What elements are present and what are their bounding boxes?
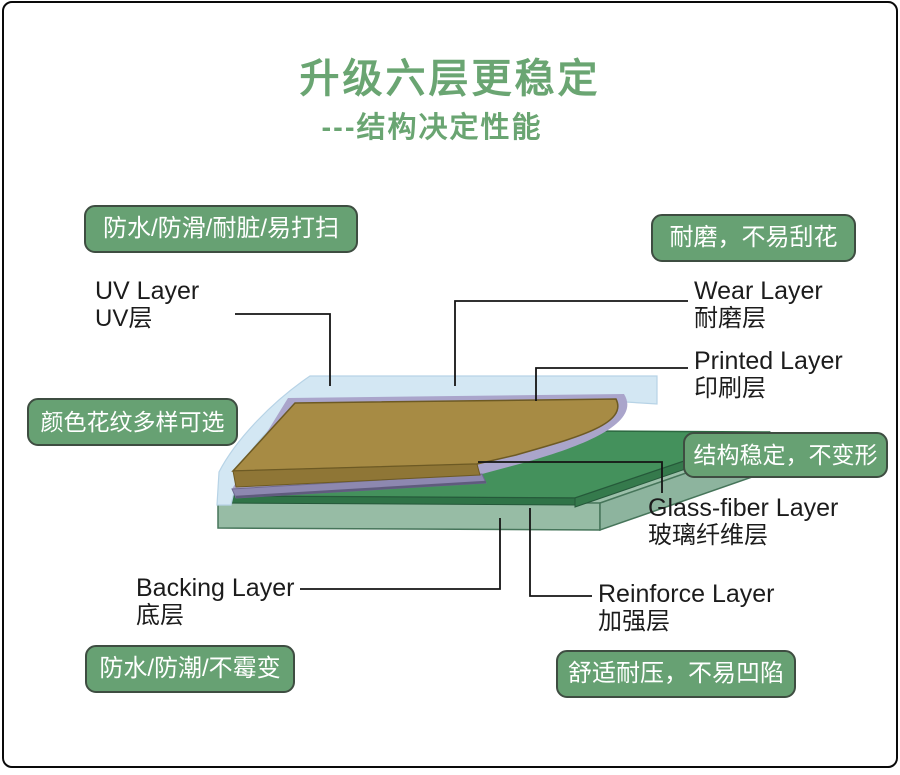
wear-layer-label-zh: 耐磨层 <box>694 305 766 332</box>
reinforce-layer-label-en: Reinforce Layer <box>598 580 775 608</box>
badge-waterproof-antislip: 防水/防滑/耐脏/易打扫 <box>84 205 358 253</box>
uv-layer-label: UV Layer UV层 <box>95 277 199 333</box>
backing-layer-label: Backing Layer 底层 <box>136 574 294 630</box>
reinforce-connector-line <box>529 508 592 597</box>
reinforce-layer-label-zh: 加强层 <box>598 608 670 635</box>
wear-layer-label: Wear Layer 耐磨层 <box>694 277 823 333</box>
badge-stable-structure: 结构稳定，不变形 <box>683 432 888 478</box>
badge-wear-resistant: 耐磨，不易刮花 <box>651 214 856 262</box>
wear-layer-label-en: Wear Layer <box>694 277 823 305</box>
uv-layer-label-en: UV Layer <box>95 277 200 305</box>
printed-layer-label: Printed Layer 印刷层 <box>694 347 843 403</box>
reinforce-layer-label: Reinforce Layer 加强层 <box>598 580 774 636</box>
wear-connector-line <box>454 300 688 386</box>
uv-layer-label-zh: UV层 <box>95 305 153 332</box>
printed-layer-label-en: Printed Layer <box>694 347 843 375</box>
page-title: 升级六层更稳定 <box>299 57 601 101</box>
glass-fiber-connector-line <box>478 461 663 493</box>
badge-color-options: 颜色花纹多样可选 <box>27 398 238 446</box>
printed-layer-label-zh: 印刷层 <box>694 375 766 402</box>
glass-fiber-layer-label: Glass-fiber Layer 玻璃纤维层 <box>648 494 838 550</box>
glass-fiber-layer-label-en: Glass-fiber Layer <box>648 494 839 522</box>
backing-layer-label-en: Backing Layer <box>136 574 295 602</box>
printed-layer-shape <box>231 398 619 488</box>
backing-layer-label-zh: 底层 <box>136 602 184 629</box>
printed-connector-line <box>535 367 688 401</box>
backing-connector-line <box>300 518 501 590</box>
uv-connector-line <box>235 313 331 386</box>
page-subtitle: ---结构决定性能 <box>321 112 543 144</box>
glass-fiber-layer-label-zh: 玻璃纤维层 <box>648 522 768 549</box>
badge-mildew-proof: 防水/防潮/不霉变 <box>85 645 295 693</box>
badge-pressure-resistant: 舒适耐压，不易凹陷 <box>556 650 796 698</box>
